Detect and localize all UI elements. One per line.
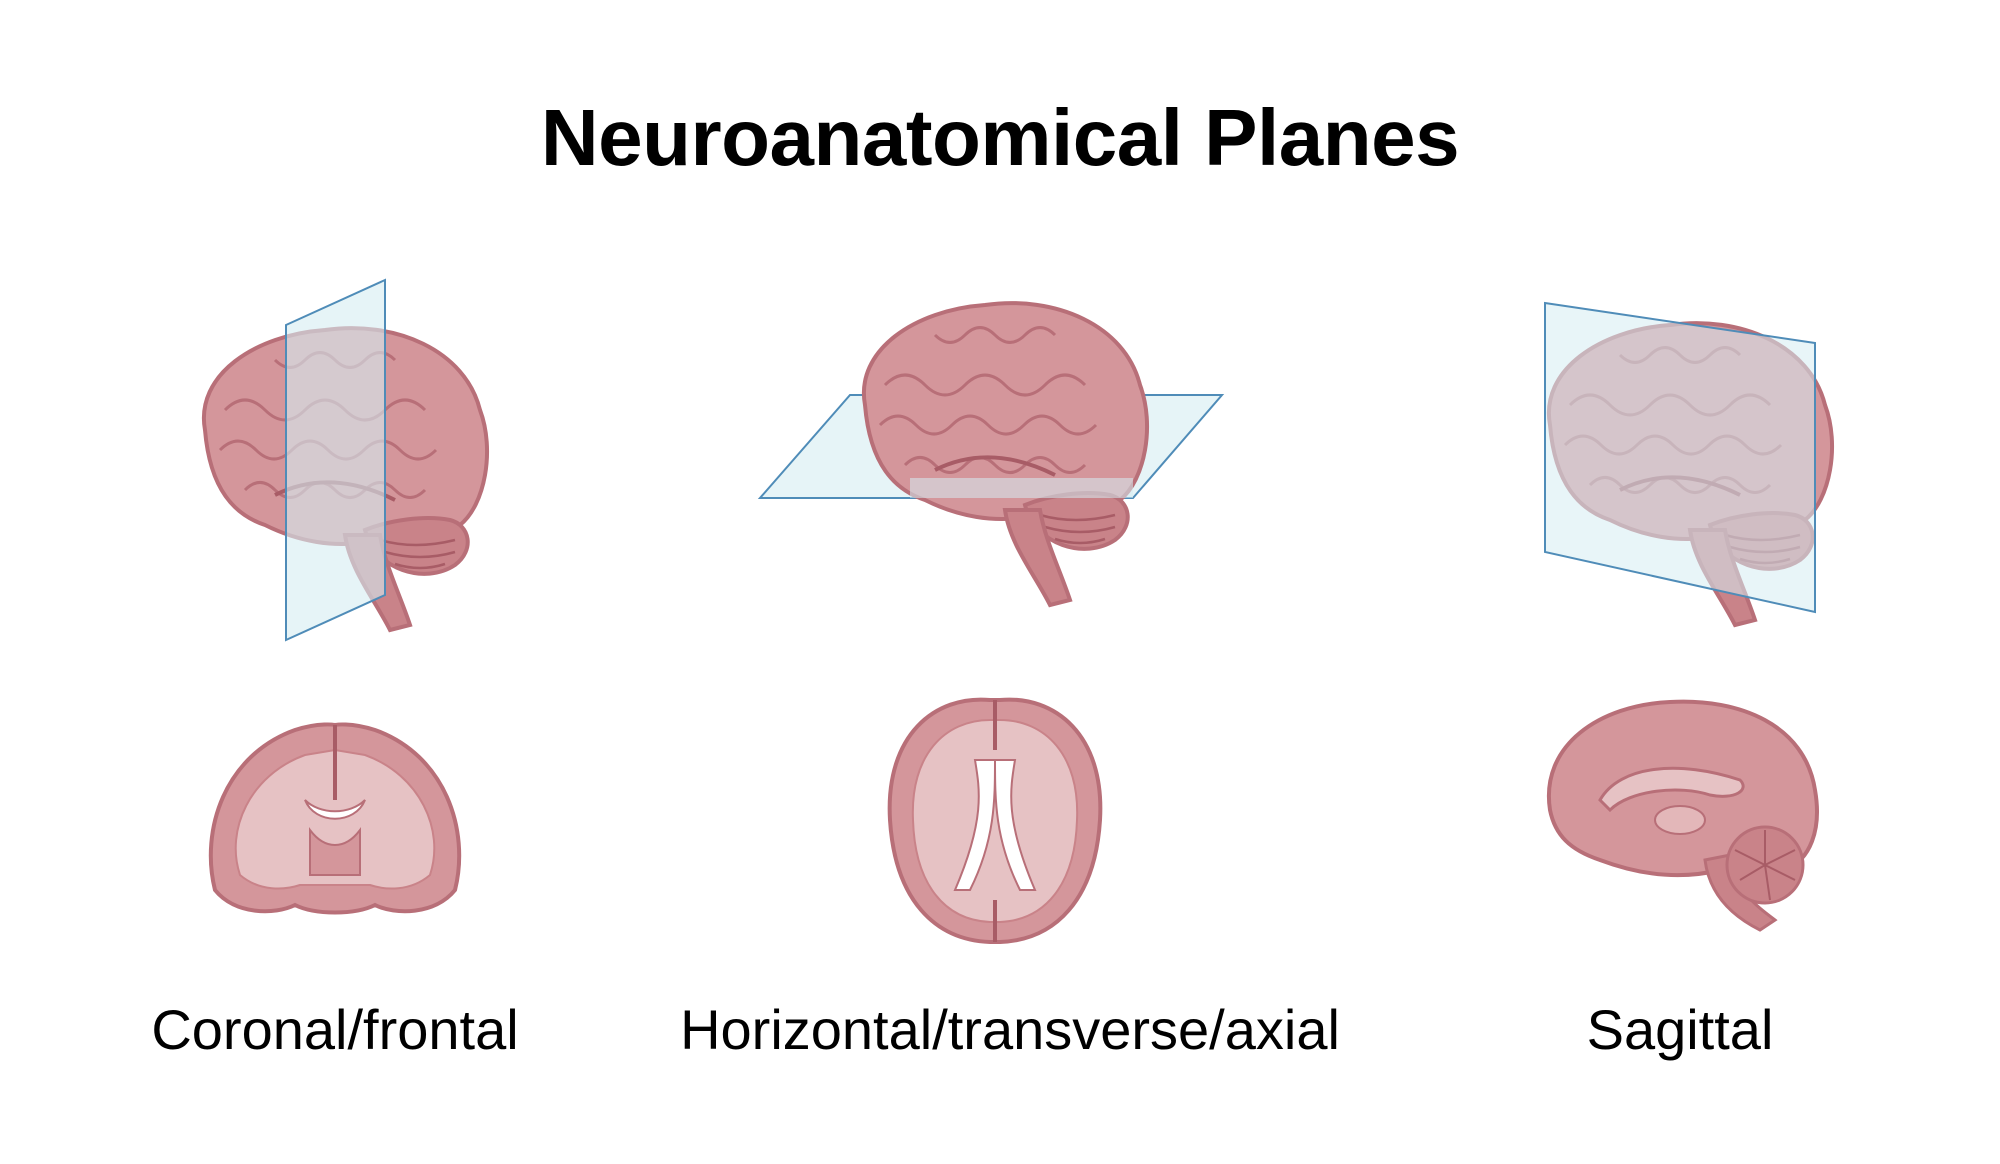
- horizontal-3d-diagram: [757, 301, 1225, 607]
- horizontal-section: [887, 697, 1103, 944]
- caption-coronal: Coronal/frontal: [151, 998, 519, 1061]
- sagittal-plane: [1544, 301, 1816, 614]
- figure-title: Neuroanatomical Planes: [540, 93, 1460, 182]
- sagittal-3d-diagram: [1544, 301, 1835, 627]
- sagittal-section: [1546, 699, 1819, 932]
- coronal-plane: [285, 278, 386, 642]
- caption-sagittal: Sagittal: [1586, 998, 1774, 1061]
- coronal-section: [208, 722, 462, 915]
- brain-lateral-view: [861, 301, 1150, 607]
- coronal-3d-diagram: [201, 278, 490, 642]
- caption-horizontal: Horizontal/transverse/axial: [680, 998, 1340, 1061]
